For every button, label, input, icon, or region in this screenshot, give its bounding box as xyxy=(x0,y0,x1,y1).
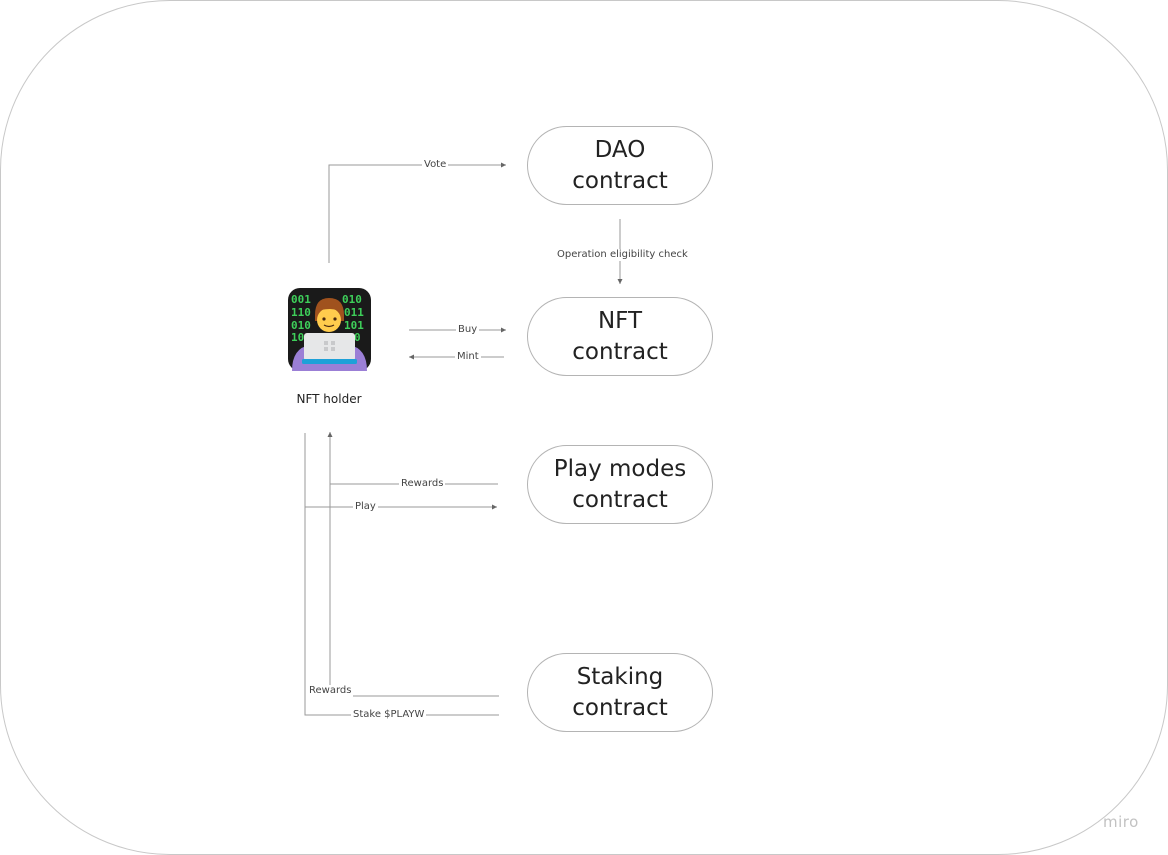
svg-text:011: 011 xyxy=(344,306,364,319)
dao-contract-label: DAO contract xyxy=(572,136,668,194)
staking-contract-label: Staking contract xyxy=(572,663,668,721)
staking-contract-node[interactable]: Staking contract xyxy=(527,653,713,732)
svg-text:10: 10 xyxy=(291,331,304,344)
stake-rewards-label: Rewards xyxy=(307,685,354,697)
stake-rewards-connector xyxy=(329,484,499,697)
technologist-icon[interactable]: 001 010 110 011 010 101 10 0 xyxy=(288,288,371,371)
stake-connector xyxy=(304,507,499,716)
eligibility-label: Operation eligibility check xyxy=(555,249,690,261)
play-label: Play xyxy=(353,501,378,513)
nft-holder-label: NFT holder xyxy=(296,392,362,406)
mint-label: Mint xyxy=(455,351,481,363)
play-connector xyxy=(304,433,497,510)
svg-text:010: 010 xyxy=(342,293,362,306)
stake-label: Stake $PLAYW xyxy=(351,709,427,721)
buy-label: Buy xyxy=(456,324,480,336)
svg-text:010: 010 xyxy=(291,319,311,332)
svg-text:110: 110 xyxy=(291,306,311,319)
play-rewards-label: Rewards xyxy=(399,478,446,490)
nft-contract-label: NFT contract xyxy=(572,307,668,365)
nft-contract-node[interactable]: NFT contract xyxy=(527,297,713,376)
svg-text:0: 0 xyxy=(354,331,361,344)
vote-label: Vote xyxy=(422,159,449,171)
miro-watermark: miro xyxy=(1103,813,1139,831)
play-modes-contract-label: Play modes contract xyxy=(553,455,687,513)
dao-contract-node[interactable]: DAO contract xyxy=(527,126,713,205)
svg-text:001: 001 xyxy=(291,293,311,306)
play-modes-contract-node[interactable]: Play modes contract xyxy=(527,445,713,524)
vote-connector xyxy=(328,162,506,263)
play-rewards-connector xyxy=(327,432,498,485)
svg-text:101: 101 xyxy=(344,319,364,332)
